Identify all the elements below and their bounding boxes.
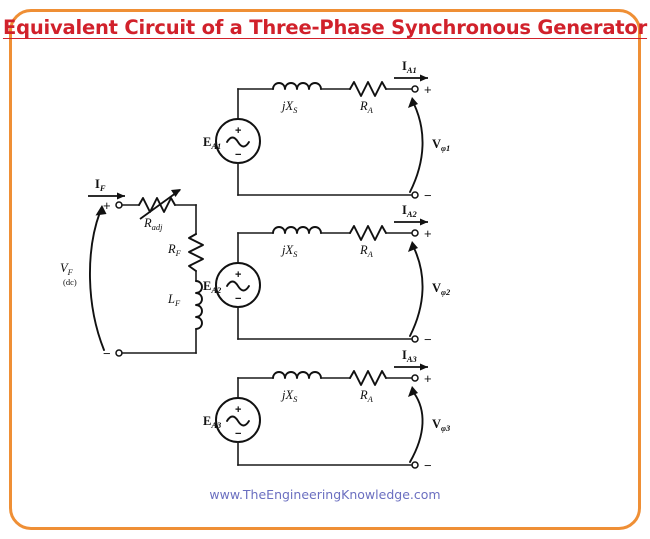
phase3-terminal-node-plus: [411, 374, 419, 382]
phase3-reactance-label: jXS: [280, 388, 298, 404]
phase2-terminal-node-plus: [411, 229, 419, 237]
phase2-voltage-arrow: [408, 241, 424, 337]
phase1-terminal-plus: +: [424, 82, 432, 97]
radj-adjust-arrow-icon: [139, 189, 181, 220]
field-voltage-label: VF: [60, 261, 74, 277]
phase1-inductor-jxs: [272, 82, 322, 90]
phase1-sine-icon: [226, 136, 250, 148]
phase1-terminal-minus: −: [424, 188, 432, 203]
phase2-reactance-label: jXS: [280, 243, 298, 259]
variable-resistor-radj: [138, 197, 176, 213]
phase1-resistance-label: RA: [359, 99, 374, 115]
phase1-emf-label: EA1: [203, 135, 221, 151]
phase-circuit-3: jXS RA IA3 + − Vφ3 + − EA3: [203, 348, 451, 473]
phase3-source-plus: +: [235, 404, 241, 416]
phase2-voltage-label: Vφ2: [432, 281, 451, 297]
phase3-source-minus: −: [235, 428, 241, 440]
field-terminal-node-bottom: [115, 349, 123, 357]
phase1-voltage-label: Vφ1: [432, 137, 450, 153]
phase1-voltage-arrow: [408, 97, 424, 193]
phase2-current-label: IA2: [402, 203, 418, 219]
phase1-terminal-node-minus: [411, 191, 419, 199]
phase1-source-minus: −: [235, 149, 241, 161]
field-circuit: IF + − VF (dc) Radj RF LF: [60, 177, 204, 361]
phase3-resistance-label: RA: [359, 388, 374, 404]
phase2-source-plus: +: [235, 269, 241, 281]
phase2-sine-icon: [226, 280, 250, 292]
phase2-resistor-ra: [349, 225, 387, 241]
phase3-voltage-label: Vφ3: [432, 417, 451, 433]
phase1-terminal-node-plus: [411, 85, 419, 93]
phase1-source-plus: +: [235, 125, 241, 137]
field-voltage-arrow: [89, 205, 107, 351]
field-current-label: IF: [95, 177, 106, 193]
page-title: Equivalent Circuit of a Three-Phase Sync…: [2, 16, 648, 39]
field-terminal-node-top: [115, 201, 123, 209]
resistor-rf: [188, 233, 204, 272]
radj-label: Radj: [143, 216, 163, 232]
phase3-terminal-node-minus: [411, 461, 419, 469]
phase2-current-arrow: [394, 218, 428, 226]
phase3-terminal-plus: +: [424, 371, 432, 386]
phase3-sine-icon: [226, 415, 250, 427]
phase3-current-arrow: [394, 363, 428, 371]
phase2-resistance-label: RA: [359, 243, 374, 259]
phase2-inductor-jxs: [272, 226, 322, 234]
phase3-terminal-minus: −: [424, 458, 432, 473]
figure-frame: [9, 9, 641, 530]
phase1-resistor-ra: [349, 81, 387, 97]
phase3-current-label: IA3: [402, 348, 418, 364]
phase1-reactance-label: jXS: [280, 99, 298, 115]
phase3-resistor-ra: [349, 370, 387, 386]
phase2-terminal-node-minus: [411, 335, 419, 343]
field-voltage-note: (dc): [63, 277, 77, 287]
phase2-terminal-minus: −: [424, 332, 432, 347]
field-terminal-plus: +: [103, 198, 111, 213]
phase3-emf-label: EA3: [203, 414, 222, 430]
phase2-emf-label: EA2: [203, 279, 222, 295]
phase-circuit-2: jXS RA IA2 + − Vφ2 + − EA2: [203, 203, 451, 347]
lf-label: LF: [167, 292, 181, 308]
phase3-voltage-arrow: [408, 386, 424, 463]
inductor-lf: [195, 280, 203, 330]
phase2-terminal-plus: +: [424, 226, 432, 241]
footer-url: www.TheEngineeringKnowledge.com: [209, 487, 441, 502]
field-current-arrow: [88, 192, 125, 200]
phase1-current-arrow: [394, 74, 428, 82]
phase-circuit-1: jXS RA IA1 + − Vφ1 + − EA1: [203, 59, 450, 203]
phase1-current-label: IA1: [402, 59, 417, 75]
phase2-source-minus: −: [235, 293, 241, 305]
phase3-inductor-jxs: [272, 371, 322, 379]
field-terminal-minus: −: [103, 346, 111, 361]
rf-label: RF: [167, 242, 182, 258]
